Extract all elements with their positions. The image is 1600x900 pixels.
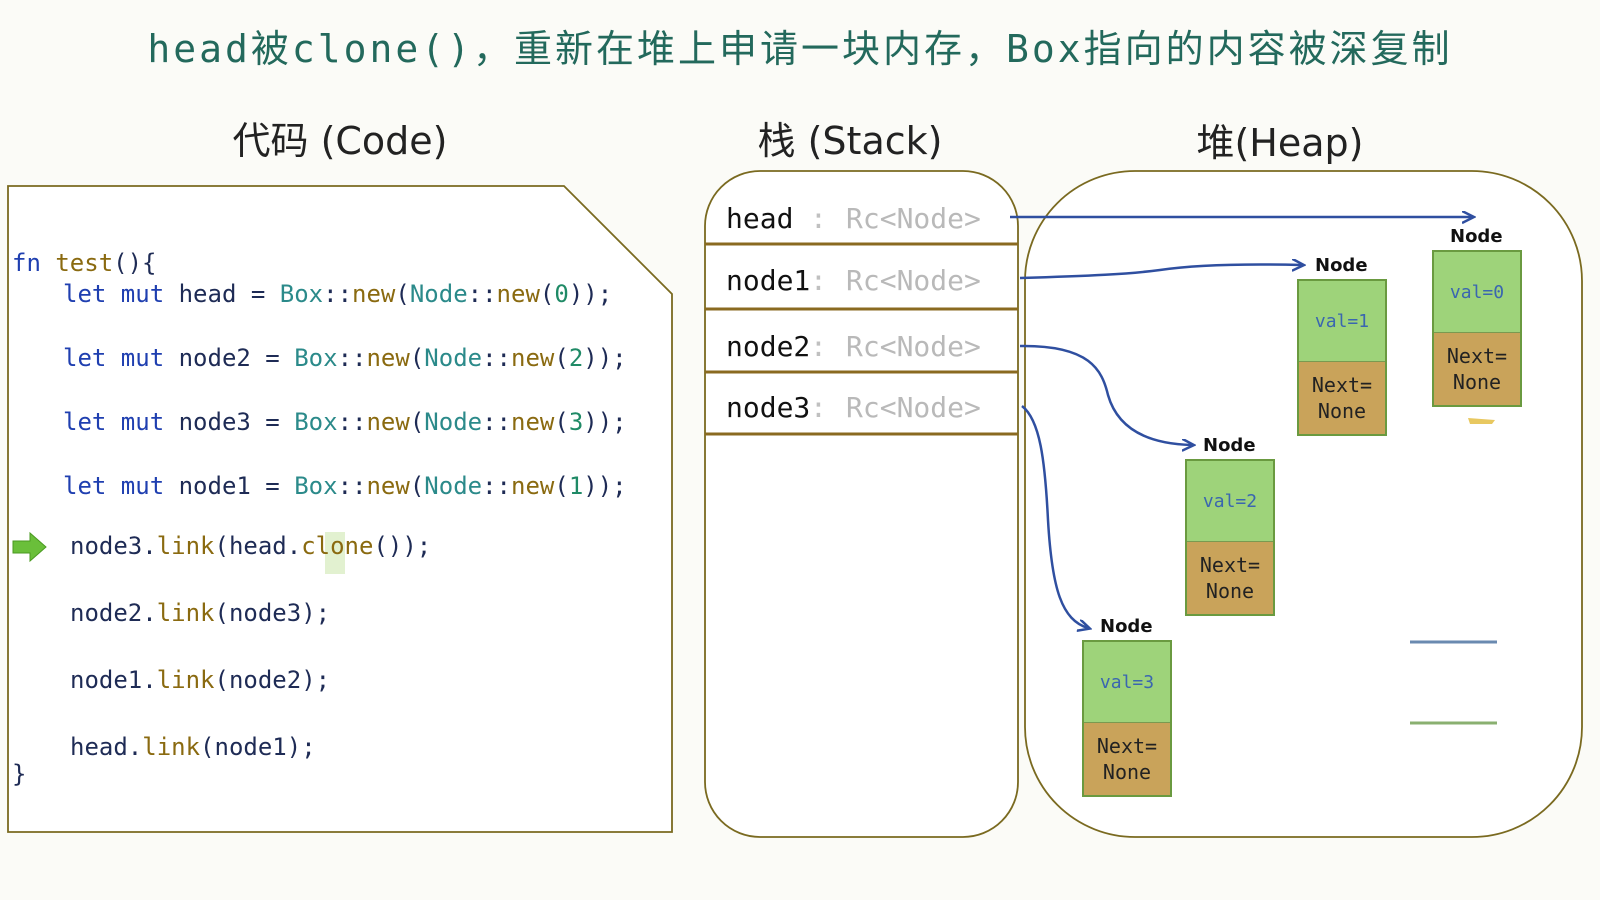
stack-panel [704, 170, 1019, 838]
code-line-call-node1: node1.link(node2); [70, 666, 331, 694]
stack-row-node1: node1 : Rc<Node> [700, 252, 1015, 312]
code-line-fn: fn test(){ [12, 249, 157, 277]
heap-node-0: val=0 Next=None [1432, 250, 1522, 407]
decorative-mark [1468, 418, 1495, 424]
node-val-field: val=3 [1084, 642, 1170, 722]
node-val-field: val=0 [1434, 252, 1520, 332]
page-title: head被clone()，重新在堆上申请一块内存，Box指向的内容被深复制 [147, 27, 1453, 71]
stack-var-name: node1 [726, 264, 811, 297]
node-next-field: Next=None [1084, 722, 1170, 795]
code-line-let-head: let mut head = Box::new(Node::new(0)); [63, 280, 613, 308]
stack-separator: : [810, 330, 827, 363]
stack-section-title: 栈 (Stack) [757, 119, 943, 163]
heap-node-1: val=1 Next=None [1297, 279, 1387, 436]
node1-pointer-arrow [1019, 265, 1302, 280]
heap-node-3: val=3 Next=None [1082, 640, 1172, 797]
stack-var-name: node2 [726, 330, 811, 363]
stack-var-name: head [726, 202, 794, 235]
node2-pointer-arrow [1019, 344, 1192, 445]
code-line-call-node2: node2.link(node3); [70, 599, 331, 627]
code-line-let-node3: let mut node3 = Box::new(Node::new(3)); [63, 408, 627, 436]
stack-var-name: node3 [726, 391, 811, 424]
heap-node-label: Node [1100, 616, 1153, 637]
current-line-arrow-icon [12, 531, 47, 563]
stack-separator: : [810, 391, 827, 424]
node-val-field: val=1 [1299, 281, 1385, 361]
code-line-let-node1: let mut node1 = Box::new(Node::new(1)); [63, 472, 627, 500]
stack-var-type: Rc<Node> [846, 330, 981, 363]
stack-separator: : [810, 202, 827, 235]
heap-node-label: Node [1315, 255, 1368, 276]
node-next-field: Next=None [1299, 361, 1385, 434]
stack-row-node3: node3 : Rc<Node> [700, 379, 1015, 439]
stack-var-type: Rc<Node> [846, 264, 981, 297]
code-section-title: 代码 (Code) [232, 119, 448, 163]
stack-var-type: Rc<Node> [846, 202, 981, 235]
stack-row-node2: node2 : Rc<Node> [700, 318, 1015, 378]
code-line-call-head: head.link(node1); [70, 733, 316, 761]
code-line-closing-brace: } [12, 760, 27, 788]
cursor-highlight [325, 532, 345, 574]
heap-section-title: 堆(Heap) [1196, 121, 1364, 165]
stack-row-head: head : Rc<Node> [700, 190, 1015, 250]
node-next-field: Next=None [1434, 332, 1520, 405]
heap-node-label: Node [1203, 435, 1256, 456]
code-line-call-node3: node3.link(head.clone()); [70, 532, 432, 560]
node-val-field: val=2 [1187, 461, 1273, 541]
heap-node-label: Node [1450, 226, 1503, 247]
code-line-let-node2: let mut node2 = Box::new(Node::new(2)); [63, 344, 627, 372]
code-panel [7, 185, 673, 833]
node-next-field: Next=None [1187, 541, 1273, 614]
stack-var-type: Rc<Node> [846, 391, 981, 424]
node3-pointer-arrow [1021, 405, 1088, 628]
heap-node-2: val=2 Next=None [1185, 459, 1275, 616]
stack-separator: : [810, 264, 827, 297]
